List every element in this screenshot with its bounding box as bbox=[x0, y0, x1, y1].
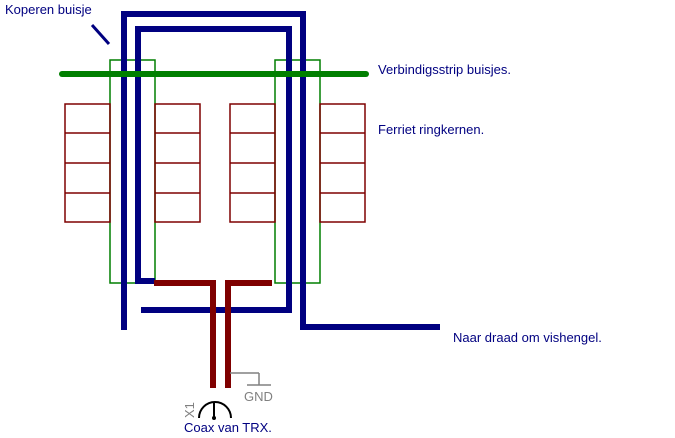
coax-right-conductor bbox=[225, 280, 272, 388]
gnd-label: GND bbox=[244, 389, 273, 404]
ferrite-label: Ferriet ringkernen. bbox=[378, 122, 484, 137]
copper-tube-leader bbox=[90, 23, 111, 46]
ferrite-stack-3 bbox=[229, 103, 276, 223]
ferrite-stack-1 bbox=[64, 103, 111, 223]
outer-loop-wire bbox=[121, 11, 440, 330]
ferrite-stack-2 bbox=[154, 103, 201, 223]
coax-left-conductor bbox=[154, 280, 216, 388]
gnd-symbol bbox=[230, 372, 271, 386]
strip-label: Verbindigsstrip buisjes. bbox=[378, 62, 511, 77]
to-wire-label: Naar draad om vishengel. bbox=[453, 330, 602, 345]
connector-ref-label: X1 bbox=[182, 402, 197, 418]
coax-connector bbox=[198, 401, 232, 420]
inner-loop-wire bbox=[135, 26, 292, 313]
ferrite-stack-4 bbox=[319, 103, 366, 223]
copper-tube-label: Koperen buisje bbox=[5, 2, 92, 17]
coax-label: Coax van TRX. bbox=[184, 420, 272, 435]
copper-tube-left bbox=[109, 59, 156, 284]
copper-tube-right bbox=[274, 59, 321, 284]
